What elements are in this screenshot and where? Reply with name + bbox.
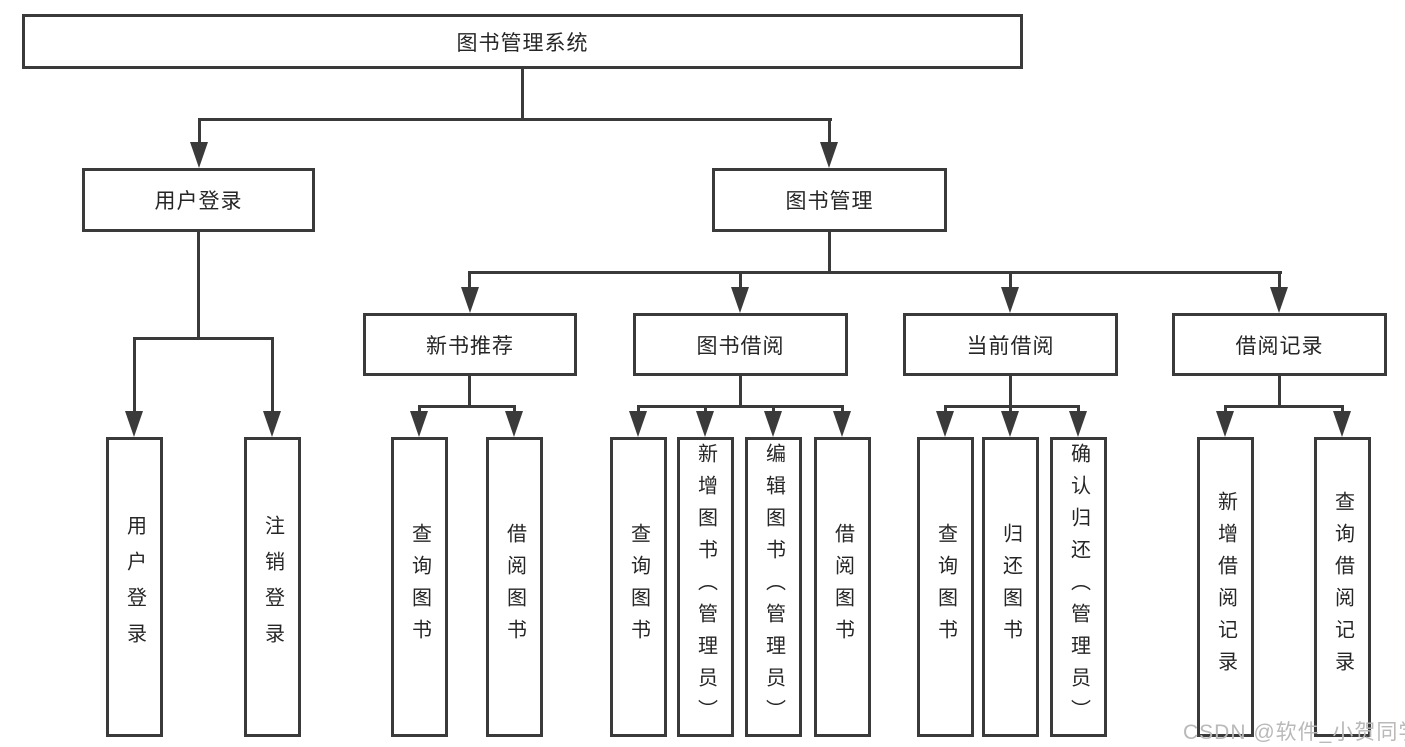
connector-borrowrecords-drop-2 [1341, 405, 1344, 413]
arrow-to-book-borrow [731, 287, 749, 313]
connector-currentborrow-drop-3 [1077, 405, 1080, 413]
connector-userlogin-drop-2 [271, 337, 274, 413]
leaf-add-book-admin-label: 新增图书（管理员） [694, 443, 717, 731]
leaf-query-books-borrow-label: 查询图书 [627, 523, 650, 651]
connector-newbook-drop-1 [418, 405, 421, 413]
arrow-to-current-borrow [1001, 287, 1019, 313]
node-book-mgmt-label: 图书管理 [785, 190, 874, 213]
connector-currentborrow-drop-2 [1009, 405, 1012, 413]
leaf-borrow-books-recommend: 借阅图书 [486, 437, 543, 737]
arrow-to-user-login [190, 142, 208, 168]
leaf-edit-book-admin-label: 编辑图书（管理员） [762, 443, 785, 731]
connector-newbook-drop-2 [513, 405, 516, 413]
connector-currentborrow-stem [1009, 376, 1012, 405]
connector-bookborrow-drop-3 [772, 405, 775, 413]
watermark-text: CSDN @软件_小贺同学 [1183, 721, 1405, 744]
leaf-return-book-label: 归还图书 [999, 523, 1022, 651]
arrow-bookborrow-leaf-4 [833, 411, 851, 437]
node-new-book-recommend: 新书推荐 [363, 313, 577, 376]
connector-userlogin-drop-1 [133, 337, 136, 413]
arrow-to-leaf-user-login [125, 411, 143, 437]
arrow-newbook-leaf-2 [505, 411, 523, 437]
leaf-query-books-borrow: 查询图书 [610, 437, 667, 737]
node-user-login: 用户登录 [82, 168, 315, 232]
leaf-add-borrow-record: 新增借阅记录 [1197, 437, 1254, 737]
connector-borrowrecords-stem [1278, 376, 1281, 405]
leaf-add-book-admin: 新增图书（管理员） [677, 437, 734, 737]
connector-root-right-drop [828, 118, 831, 144]
node-current-borrow: 当前借阅 [903, 313, 1118, 376]
node-new-book-recommend-label: 新书推荐 [426, 334, 514, 358]
leaf-query-books-recommend-label: 查询图书 [408, 523, 431, 651]
leaf-confirm-return-admin: 确认归还（管理员） [1050, 437, 1107, 737]
arrow-borrowrecords-leaf-2 [1333, 411, 1351, 437]
connector-l2-drop-2 [739, 271, 742, 289]
node-borrow-records: 借阅记录 [1172, 313, 1387, 376]
connector-userlogin-crossbar [133, 337, 274, 340]
connector-newbook-stem [468, 376, 471, 405]
leaf-user-login-label: 用户登录 [123, 515, 146, 659]
leaf-edit-book-admin: 编辑图书（管理员） [745, 437, 802, 737]
leaf-return-book: 归还图书 [982, 437, 1039, 737]
node-book-borrow: 图书借阅 [633, 313, 848, 376]
node-user-login-label: 用户登录 [154, 190, 243, 213]
leaf-borrow-books-borrow-label: 借阅图书 [831, 523, 854, 651]
connector-borrowrecords-crossbar [1224, 405, 1343, 408]
leaf-add-borrow-record-label: 新增借阅记录 [1214, 491, 1237, 683]
arrow-bookborrow-leaf-3 [764, 411, 782, 437]
leaf-confirm-return-admin-label: 确认归还（管理员） [1067, 443, 1090, 731]
connector-bookborrow-drop-1 [637, 405, 640, 413]
connector-l2-drop-4 [1278, 271, 1281, 289]
leaf-logout-label: 注销登录 [261, 515, 284, 659]
leaf-query-books-recommend: 查询图书 [391, 437, 448, 737]
connector-bookborrow-stem [739, 376, 742, 405]
connector-root-crossbar [198, 118, 832, 121]
node-current-borrow-label: 当前借阅 [966, 334, 1055, 358]
arrow-currentborrow-leaf-2 [1001, 411, 1019, 437]
node-borrow-records-label: 借阅记录 [1235, 334, 1324, 358]
connector-bookborrow-drop-4 [841, 405, 844, 413]
leaf-logout: 注销登录 [244, 437, 301, 737]
leaf-borrow-books-recommend-label: 借阅图书 [503, 523, 526, 651]
connector-borrowrecords-drop-1 [1224, 405, 1227, 413]
leaf-borrow-books-borrow: 借阅图书 [814, 437, 871, 737]
arrow-bookborrow-leaf-1 [629, 411, 647, 437]
connector-bookmgmt-crossbar [469, 271, 1282, 274]
connector-l2-drop-1 [468, 271, 471, 289]
arrow-to-book-mgmt [820, 142, 838, 168]
arrow-bookborrow-leaf-2 [696, 411, 714, 437]
connector-root-stem [521, 68, 524, 118]
node-root-label: 图书管理系统 [456, 31, 589, 55]
connector-newbook-crossbar [418, 405, 515, 408]
connector-l2-drop-3 [1009, 271, 1012, 289]
leaf-query-borrow-record-label: 查询借阅记录 [1331, 491, 1354, 683]
connector-bookmgmt-stem [828, 232, 831, 271]
arrow-currentborrow-leaf-3 [1069, 411, 1087, 437]
arrow-to-borrow-records [1270, 287, 1288, 313]
arrow-to-new-book [461, 287, 479, 313]
node-root: 图书管理系统 [22, 14, 1023, 69]
node-book-borrow-label: 图书借阅 [696, 334, 785, 358]
arrow-borrowrecords-leaf-1 [1216, 411, 1234, 437]
leaf-query-books-current-label: 查询图书 [934, 523, 957, 651]
arrow-currentborrow-leaf-1 [936, 411, 954, 437]
leaf-query-books-current: 查询图书 [917, 437, 974, 737]
connector-bookborrow-crossbar [637, 405, 844, 408]
node-book-mgmt: 图书管理 [712, 168, 947, 232]
arrow-newbook-leaf-1 [410, 411, 428, 437]
connector-currentborrow-drop-1 [944, 405, 947, 413]
leaf-user-login: 用户登录 [106, 437, 163, 737]
connector-bookborrow-drop-2 [704, 405, 707, 413]
connector-userlogin-stem [197, 232, 200, 337]
leaf-query-borrow-record: 查询借阅记录 [1314, 437, 1371, 737]
arrow-to-leaf-logout [263, 411, 281, 437]
connector-root-left-drop [198, 118, 201, 144]
